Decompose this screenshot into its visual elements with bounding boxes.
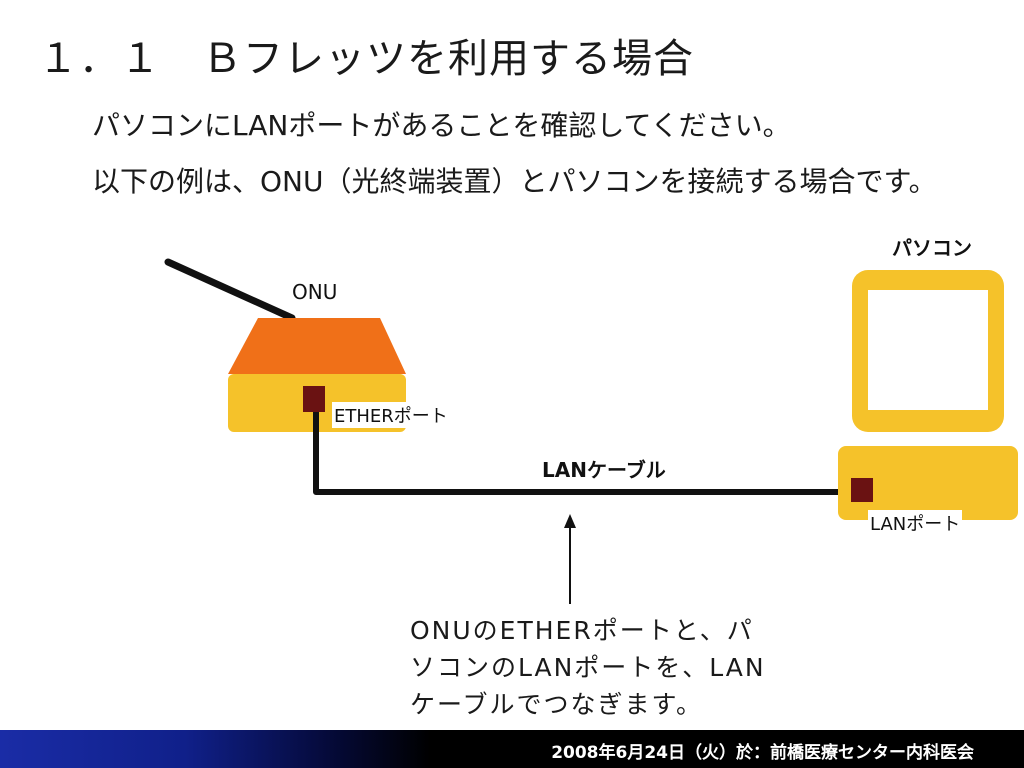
lan-port-icon [851,478,873,502]
caption-line-2: ソコンのLANポートを、LAN [410,653,766,682]
caption-line-3: ケーブルでつなぎます。 [410,690,704,719]
slide-title: １．１ Ｂフレッツを利用する場合 [38,36,694,82]
footer-text: 2008年6月24日（火）於：前橋医療センター内科医会 [551,743,974,763]
pc-body [838,446,1018,520]
pc-label: パソコン [892,236,972,260]
instruction-line-1: パソコンにLANポートがあることを確認してください。 [92,109,791,142]
instruction-line-2: 以下の例は、ONU（光終端装置）とパソコンを接続する場合です。 [92,165,937,198]
caption: ONUのETHERポートと、パ ソコンのLANポートを、LAN ケーブルでつなぎ… [410,612,766,723]
pc-monitor-screen [868,290,988,410]
onu-label: ONU [292,280,338,304]
lan-cable [313,412,860,495]
pointer-arrowhead [564,514,576,528]
lan-cable-label: LANケーブル [542,458,666,482]
lan-port-label: LANポート [868,510,963,536]
connection-diagram [164,258,1018,604]
ether-port-label: ETHERポート [332,402,450,428]
onu-antenna-cable [164,258,296,322]
onu-top [228,318,406,374]
footer-bar: 2008年6月24日（火）於：前橋医療センター内科医会 [0,730,1024,768]
ether-port-icon [303,386,325,412]
caption-line-1: ONUのETHERポートと、パ [410,616,754,645]
